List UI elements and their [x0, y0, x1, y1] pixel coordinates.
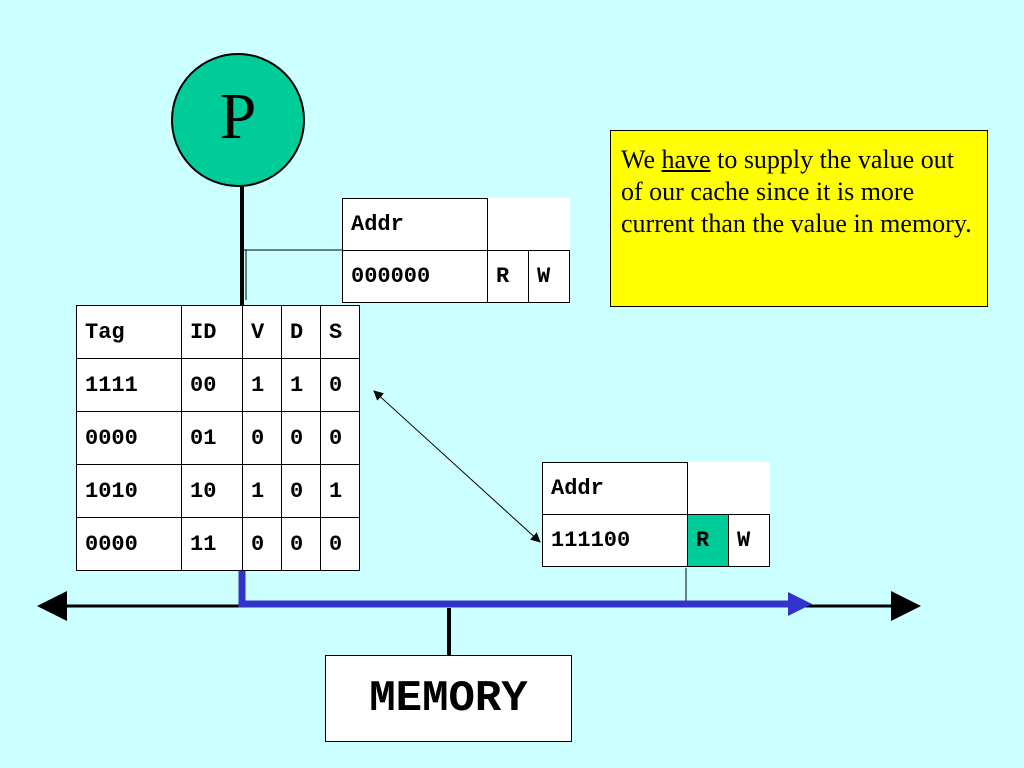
column-header-d: D: [281, 305, 321, 359]
processor-request-box: Addr 000000 R W: [342, 198, 570, 303]
column-header-s: S: [320, 305, 360, 359]
supply-path-arrow: [238, 568, 790, 608]
table-row: 0000 11 0 0 0: [76, 517, 360, 571]
addr-value: 000000: [342, 250, 488, 303]
cell-s: 1: [320, 464, 360, 518]
cell-tag: 0000: [76, 411, 182, 465]
table-row: 1010 10 1 0 1: [76, 464, 360, 518]
note-text-after: to supply the value out of our cache sin…: [621, 145, 972, 238]
cell-s: 0: [320, 358, 360, 412]
blank-cell: [528, 198, 570, 251]
cell-v: 1: [242, 358, 282, 412]
addr-header: Addr: [342, 198, 488, 251]
cell-v: 0: [242, 411, 282, 465]
cell-s: 0: [320, 411, 360, 465]
addr-header: Addr: [542, 462, 688, 515]
cell-d: 0: [281, 411, 321, 465]
cache-header-row: Tag ID V D S: [76, 305, 360, 359]
cell-id: 10: [181, 464, 243, 518]
processor-label: P: [219, 80, 257, 153]
cell-tag: 1010: [76, 464, 182, 518]
supply-path-arrowhead: [788, 592, 812, 616]
blank-cell: [687, 462, 729, 515]
cell-d: 1: [281, 358, 321, 412]
read-flag: R: [487, 250, 529, 303]
blank-cell: [728, 462, 770, 515]
cell-v: 0: [242, 517, 282, 571]
cell-tag: 1111: [76, 358, 182, 412]
table-row: 0000 01 0 0 0: [76, 411, 360, 465]
cell-v: 1: [242, 464, 282, 518]
note-text-before: We: [621, 145, 662, 174]
cell-d: 0: [281, 464, 321, 518]
snoop-match-arrow: [373, 390, 541, 543]
write-flag: W: [728, 514, 770, 567]
cell-tag: 0000: [76, 517, 182, 571]
explanation-note: We have to supply the value out of our c…: [610, 130, 988, 307]
table-row: 1111 00 1 1 0: [76, 358, 360, 412]
bus-request-box: Addr 111100 R W: [542, 462, 770, 567]
blank-cell: [487, 198, 529, 251]
column-header-tag: Tag: [76, 305, 182, 359]
processor-node: P: [171, 53, 305, 187]
memory-label: MEMORY: [369, 673, 528, 724]
cell-id: 11: [181, 517, 243, 571]
memory-node: MEMORY: [325, 655, 572, 742]
cell-s: 0: [320, 517, 360, 571]
cell-d: 0: [281, 517, 321, 571]
addr-value: 111100: [542, 514, 688, 567]
note-emphasis: have: [661, 145, 711, 174]
cache-table: Tag ID V D S 1111 00 1 1 0 0000 01 0 0 0…: [76, 305, 360, 571]
cell-id: 00: [181, 358, 243, 412]
read-flag-highlighted: R: [687, 514, 729, 567]
write-flag: W: [528, 250, 570, 303]
cell-id: 01: [181, 411, 243, 465]
column-header-v: V: [242, 305, 282, 359]
column-header-id: ID: [181, 305, 243, 359]
